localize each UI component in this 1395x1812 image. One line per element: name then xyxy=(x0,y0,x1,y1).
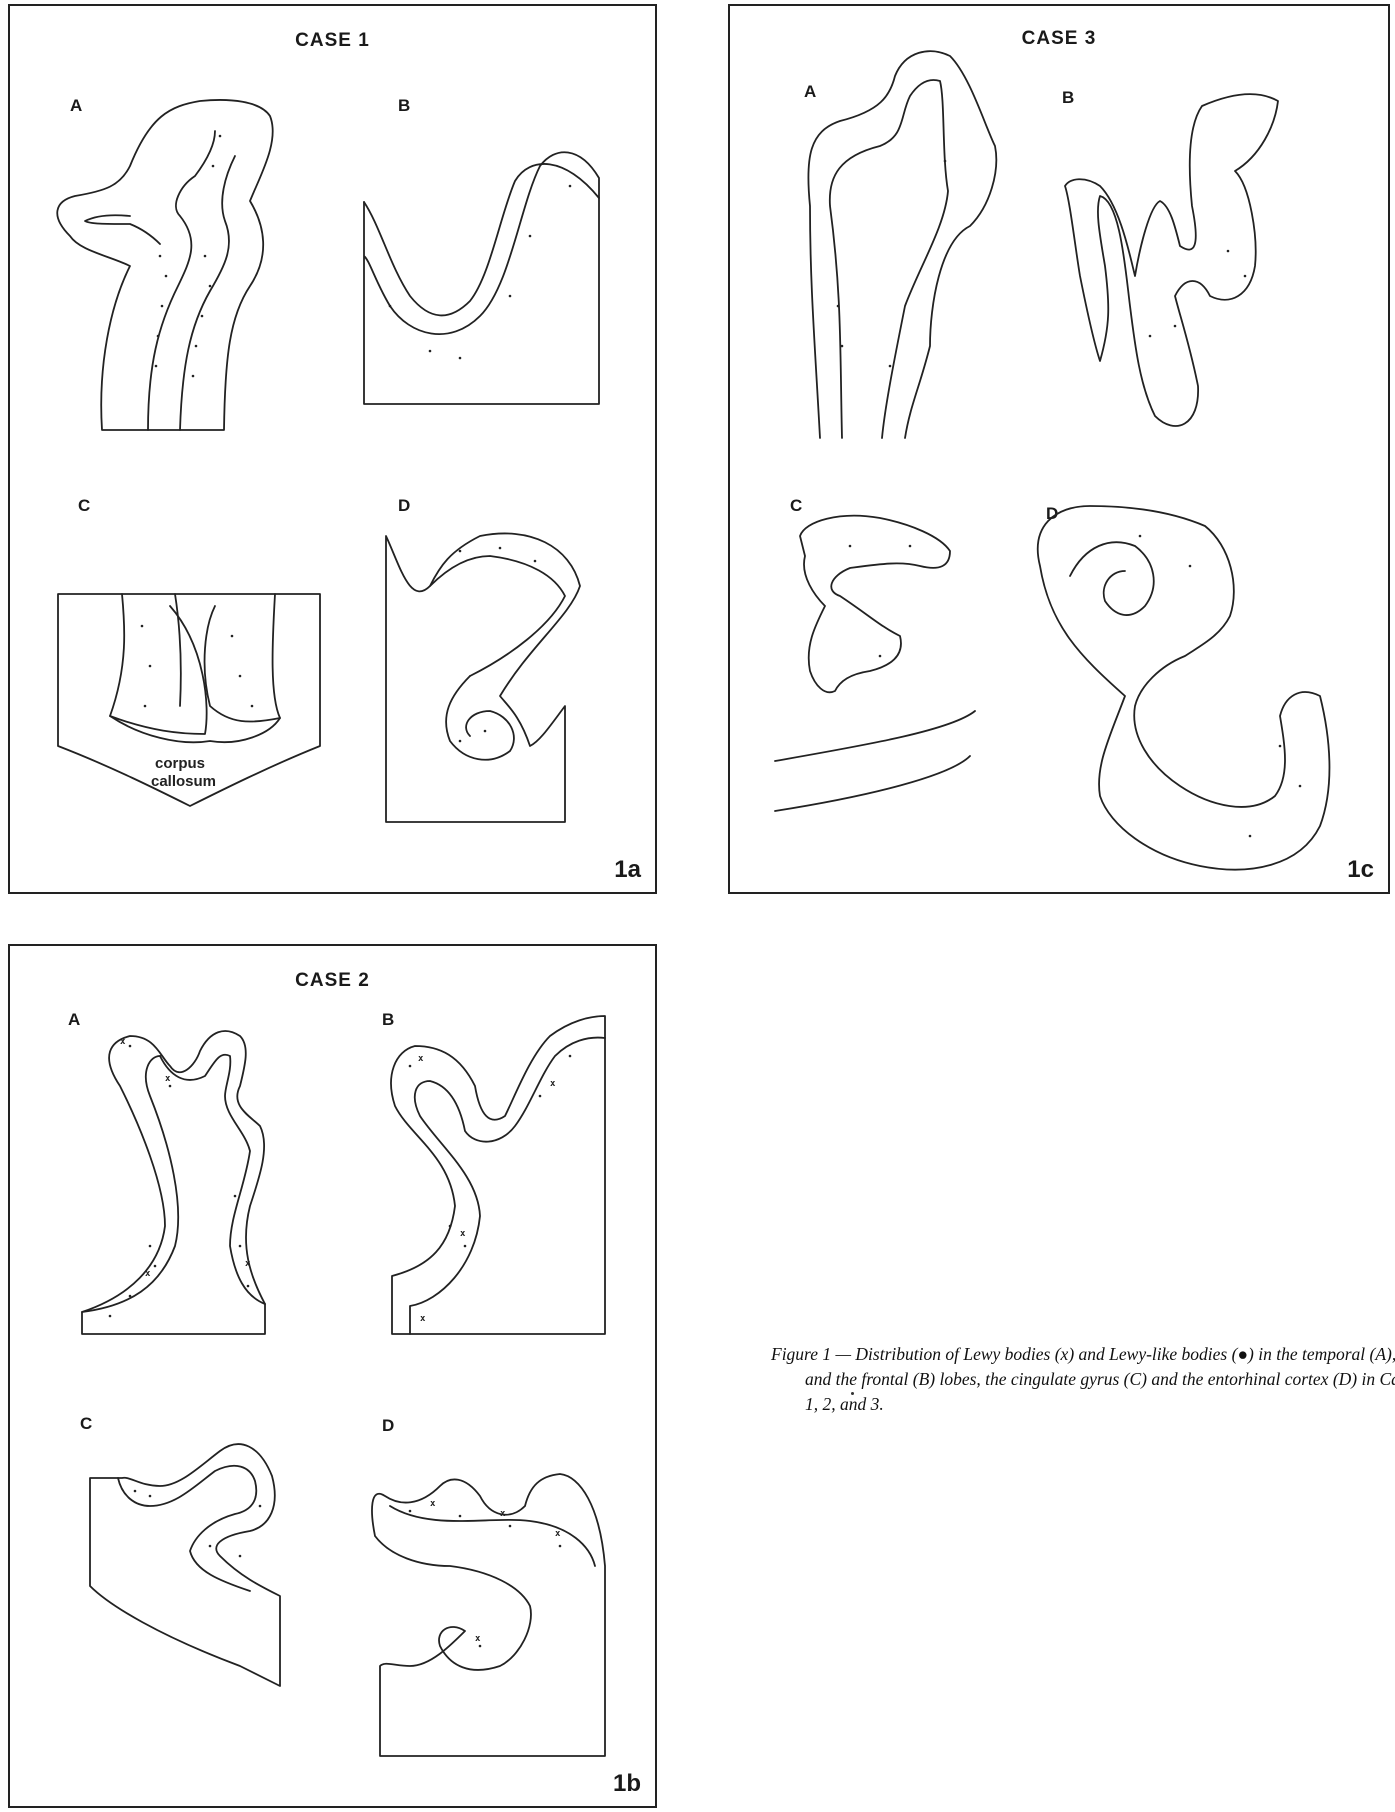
svg-text:x: x xyxy=(120,1037,126,1047)
svg-text:x: x xyxy=(245,1259,251,1269)
svg-text:x: x xyxy=(460,1229,466,1239)
figure-caption: Figure 1 — Distribution of Lewy bodies (… xyxy=(771,1342,1395,1417)
callosum-label: callosum xyxy=(151,773,216,790)
corpus-label: corpus xyxy=(155,755,205,772)
svg-text:x: x xyxy=(420,1314,426,1324)
case1-entorhinal-section xyxy=(386,533,580,822)
case2-cingulate-section xyxy=(90,1444,280,1686)
case3-drawings xyxy=(730,6,1392,896)
case3-cingulate-section xyxy=(775,516,975,811)
case1-cingulate-section: corpus callosum xyxy=(58,594,320,806)
case1-drawings: corpus callosum xyxy=(10,6,659,896)
panel-1a: CASE 1 A B C D corpus callosum xyxy=(8,4,657,894)
case2-temporal-section: x x x x xyxy=(82,1031,265,1334)
panel-id: 1c xyxy=(1347,856,1374,884)
panel-1c: CASE 3 A B C D 1c xyxy=(728,4,1390,894)
svg-text:x: x xyxy=(550,1079,556,1089)
svg-text:x: x xyxy=(418,1054,424,1064)
case3-entorhinal-section xyxy=(1038,506,1330,870)
case1-temporal-section xyxy=(57,100,272,430)
svg-text:x: x xyxy=(430,1499,436,1509)
case2-frontal-section: x x x x xyxy=(391,1016,605,1334)
panel-id: 1b xyxy=(613,1770,641,1798)
svg-text:x: x xyxy=(475,1634,481,1644)
stray-dot xyxy=(851,1392,854,1395)
panel-id: 1a xyxy=(614,856,641,884)
case3-temporal-section xyxy=(808,51,996,438)
case1-frontal-section xyxy=(364,152,599,404)
case2-entorhinal-section: x x x x xyxy=(372,1474,605,1756)
case2-drawings: x x x x x x x x x x x x xyxy=(10,946,659,1810)
svg-text:x: x xyxy=(555,1529,561,1539)
svg-text:x: x xyxy=(145,1269,151,1279)
svg-text:x: x xyxy=(500,1509,506,1519)
svg-text:x: x xyxy=(165,1074,171,1084)
case3-frontal-section xyxy=(1065,94,1278,426)
